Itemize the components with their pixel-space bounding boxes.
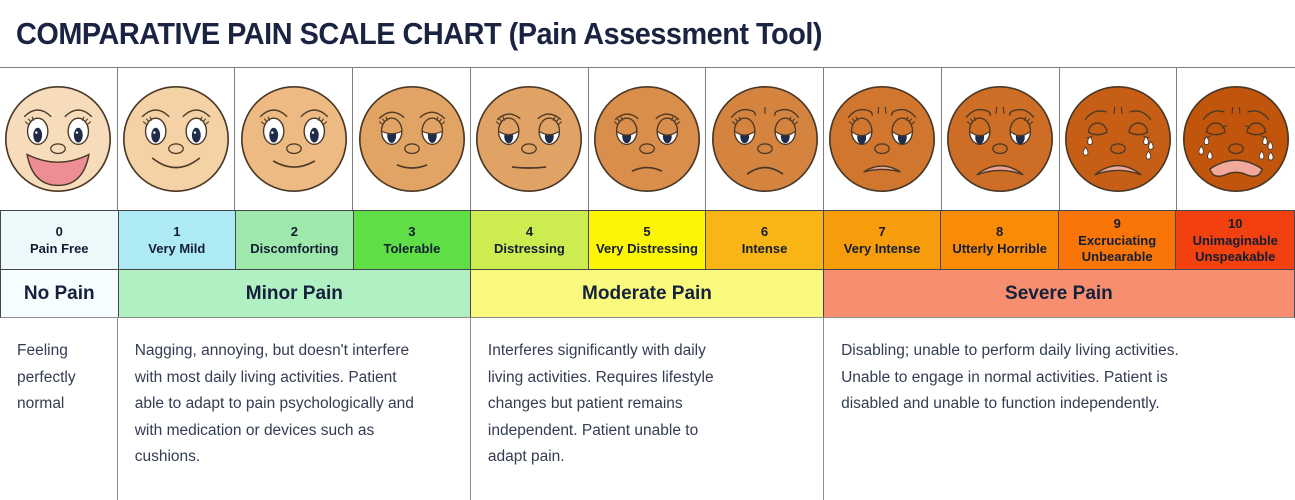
pain-level-label: Intense	[741, 241, 788, 256]
pain-level-label: Distressing	[494, 241, 565, 256]
pain-level-label: Pain Free	[30, 241, 89, 256]
pain-level-label: Utterly Horrible	[952, 241, 1047, 256]
pain-level-number: 5	[643, 223, 651, 239]
category-cell-minor-pain: Minor Pain	[118, 270, 472, 317]
sobbing-face-icon	[1183, 85, 1290, 193]
pain-face-cell-7	[824, 68, 942, 210]
pain-face-cell-6	[706, 68, 825, 210]
description-cell-moderate-pain: Interferes significantly with daily livi…	[470, 318, 825, 500]
title-row: COMPARATIVE PAIN SCALE CHART (Pain Asses…	[0, 0, 1295, 68]
pain-level-label: Unimaginable Unspeakable	[1192, 233, 1278, 264]
pain-level-number: 2	[290, 223, 298, 239]
pain-face-cell-0	[0, 68, 118, 210]
category-cell-no-pain: No Pain	[1, 270, 119, 317]
open-frown-face-icon	[829, 85, 936, 193]
pain-level-number: 4	[525, 223, 534, 239]
grimacing-face-icon	[947, 85, 1054, 193]
flat-mouth-face-icon	[476, 85, 583, 193]
page-title: COMPARATIVE PAIN SCALE CHART (Pain Asses…	[16, 15, 823, 51]
smiling-face-icon	[123, 85, 230, 193]
pain-level-number: 6	[760, 223, 769, 239]
pain-level-label: Excruciating Unbearable	[1078, 233, 1157, 264]
description-cell-no-pain: Feeling perfectly normal	[0, 318, 118, 500]
mild-smile-face-icon	[240, 85, 347, 193]
neutral-smile-face-icon	[358, 85, 465, 193]
pain-level-label: Tolerable	[383, 241, 441, 256]
pain-face-cell-5	[588, 68, 707, 210]
pain-level-label: Very Distressing	[596, 241, 698, 256]
pain-level-number: 3	[408, 223, 416, 239]
crying-face-icon	[1064, 85, 1171, 193]
slight-frown-face-icon	[593, 85, 701, 193]
pain-level-number: 7	[878, 223, 886, 239]
pain-face-cell-1	[117, 68, 236, 210]
faces-row	[0, 68, 1295, 210]
pain-face-cell-10	[1177, 68, 1295, 210]
pain-face-cell-4	[470, 68, 589, 210]
pain-level-label: Discomforting	[250, 241, 339, 256]
pain-level-number: 0	[55, 223, 63, 239]
pain-level-number: 9	[1113, 215, 1121, 231]
pain-face-cell-3	[353, 68, 471, 210]
pain-face-cell-8	[941, 68, 1060, 210]
pain-face-cell-2	[235, 68, 354, 210]
category-cell-moderate-pain: Moderate Pain	[471, 270, 824, 317]
pain-level-number: 1	[173, 223, 181, 239]
pain-face-cell-9	[1059, 68, 1178, 210]
description-cell-severe-pain: Disabling; unable to perform daily livin…	[824, 318, 1295, 500]
description-cell-minor-pain: Nagging, annoying, but doesn't interfere…	[117, 318, 471, 500]
pain-level-label: Very Mild	[148, 241, 206, 256]
pain-level-number: 8	[996, 223, 1004, 239]
frowning-face-icon	[711, 85, 818, 193]
pain-level-number: 10	[1227, 215, 1243, 231]
pain-level-label: Very Intense	[843, 241, 921, 256]
happy-big-smile-face-icon	[5, 85, 112, 193]
category-cell-severe-pain: Severe Pain	[823, 270, 1294, 317]
